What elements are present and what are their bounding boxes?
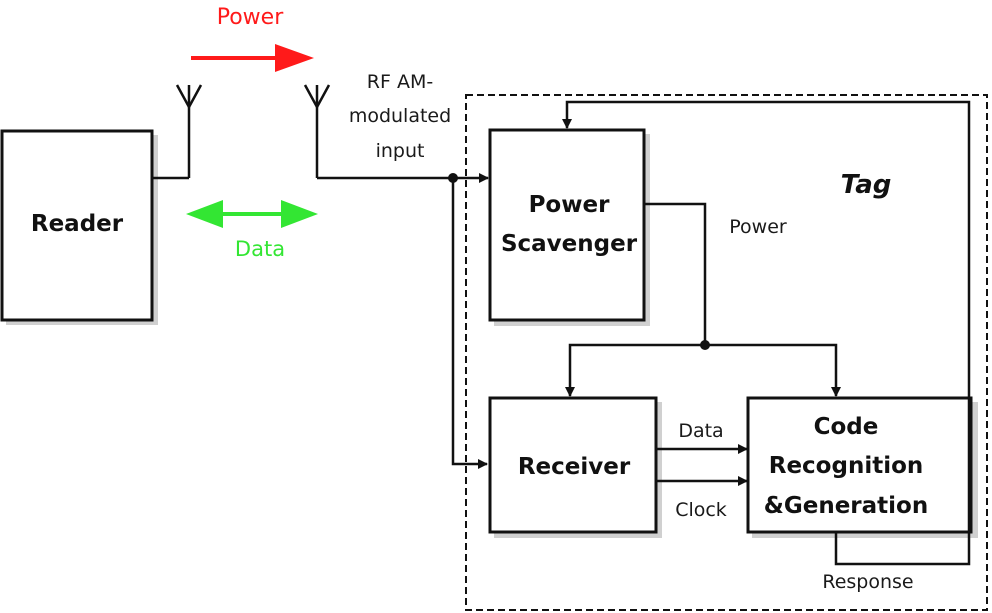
power-label-top: Power [217,5,284,30]
power-to-code-wire [705,343,841,397]
clock-label: Clock [675,499,727,521]
code-label-2: Recognition [769,453,924,479]
code-label-1: Code [814,414,879,440]
data-link-label: Data [235,237,285,261]
power-scavenger-block [488,128,646,322]
reader-antenna-icon [152,84,203,180]
rf-input-label-1: RF AM- [367,71,433,93]
power-scavenger-label-2: Scavenger [501,231,638,257]
reader-block [0,129,154,322]
reader-label: Reader [31,211,124,237]
power-internal-label: Power [729,216,787,238]
response-label: Response [822,571,913,593]
tag-label: Tag [841,170,892,200]
rf-input-label-2: modulated [349,105,451,127]
power-to-receiver-wire [565,343,705,397]
receiver-label: Receiver [518,454,631,480]
code-label-3: &Generation [764,493,928,519]
receiver-block [488,396,658,534]
power-arrow [191,44,314,72]
power-out-wire [644,202,707,345]
response-wire [562,100,971,566]
power-scavenger-label-1: Power [529,192,611,218]
code-block [746,396,973,534]
tag-antenna-icon [303,84,331,178]
rf-to-receiver-wire [451,178,488,469]
data-link-arrow [186,200,318,228]
data-internal-label: Data [678,420,723,442]
rf-input-label-3: input [376,140,425,162]
